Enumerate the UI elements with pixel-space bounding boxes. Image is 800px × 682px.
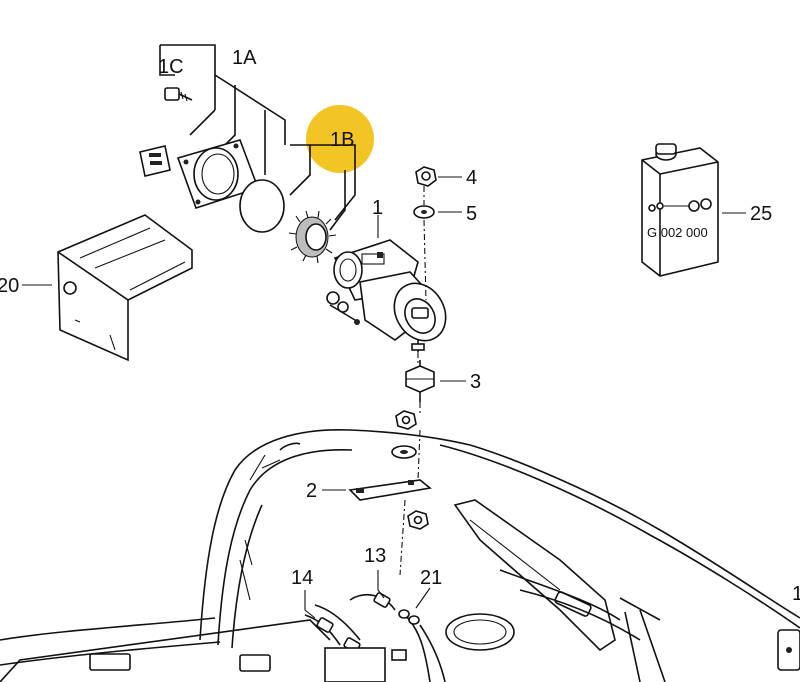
nut-lower-2 — [407, 510, 429, 530]
motor-assembly-1 — [326, 239, 447, 352]
vehicle-body-outline — [0, 428, 800, 682]
fluid-can-25: G 002 000 — [641, 143, 746, 277]
gasket-ring — [239, 179, 285, 233]
flange-1a — [176, 139, 260, 209]
bracket-strip-2 — [322, 479, 432, 501]
callout-3: 3 — [470, 371, 481, 393]
highlight-marker-1b[interactable] — [306, 105, 374, 173]
callout-13: 13 — [364, 545, 386, 567]
callout-1c: 1C — [158, 56, 184, 78]
small-tag-plate — [139, 145, 171, 177]
washer-5 — [413, 205, 462, 219]
callout-1: 1 — [372, 197, 383, 219]
bracket-plate-20 — [57, 214, 193, 362]
callout-1b: 1B — [330, 129, 354, 151]
callout-14: 14 — [291, 567, 313, 589]
mount-3 — [405, 360, 466, 402]
callout-5: 5 — [466, 203, 477, 225]
callout-20: 20 — [0, 275, 19, 297]
gear-1b — [288, 210, 337, 264]
callout-2: 2 — [306, 480, 317, 502]
callout-1-edge: 1 — [792, 583, 800, 605]
callout-4: 4 — [466, 167, 477, 189]
bracket-lines-1a-1c — [159, 44, 356, 231]
nut-4 — [415, 166, 462, 187]
callout-21: 21 — [420, 567, 442, 589]
can-part-number: G 002 000 — [647, 225, 708, 240]
callout-1a: 1A — [232, 47, 257, 69]
nut-washer-lower — [391, 410, 417, 459]
screw-1c — [164, 87, 193, 102]
callout-25: 25 — [750, 203, 772, 225]
